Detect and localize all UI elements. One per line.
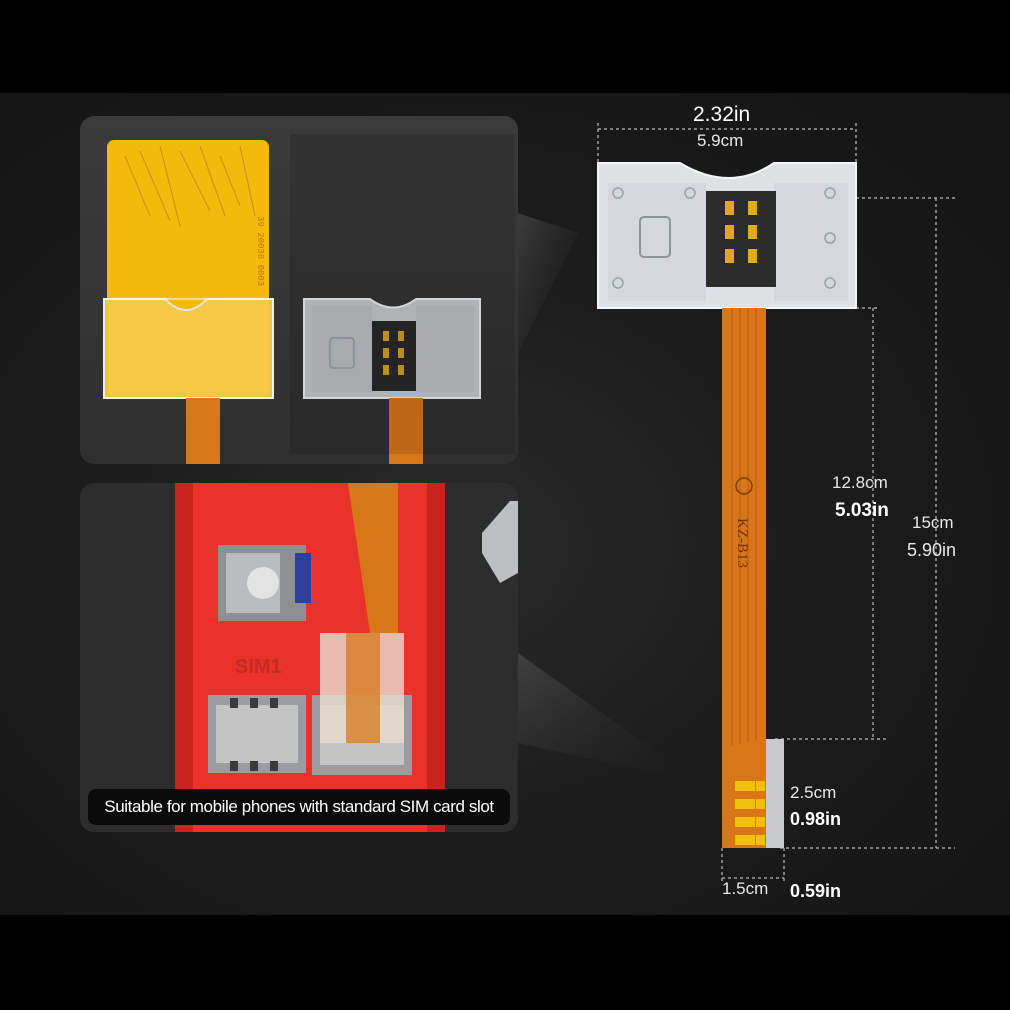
cable-cm-label: 12.8cm [832,473,888,492]
holder-right [303,298,481,399]
width-cm-label: 5.9cm [697,131,744,150]
phone-body [175,483,445,832]
sim1-label: SIM1 [235,656,282,678]
tip-width-in-label: 0.59in [790,881,842,901]
memory-card-slot [218,545,311,621]
panel-shade [290,134,515,454]
product-stage: 39 20038 0003 [0,93,1010,915]
phone-usage-panel: SIM1 Suitable for mobile phones with sta… [80,483,518,832]
flex-cable-left [186,398,220,464]
card-adapter-panel: 39 20038 0003 [80,116,518,464]
flex-cable-in-phone [348,483,398,633]
total-in-label: 5.90in [907,540,957,560]
flex-cable: KZ-B13 [722,308,766,848]
card-print: 39 20038 0003 [255,216,265,286]
dimension-lines [597,123,955,883]
sim-adapter-holder [597,162,857,309]
tip-length-in-label: 0.98in [790,809,842,829]
tip-width-cm-label: 1.5cm [722,879,769,898]
sim-slot-2 [312,633,412,775]
flex-cable-right [389,398,423,464]
total-cm-label: 15cm [912,513,954,532]
width-in-label: 2.32in [693,103,751,126]
light-beams [518,213,700,783]
usage-caption: Suitable for mobile phones with standard… [88,789,510,825]
adapter-corner [482,501,518,583]
cable-in-label: 5.03in [835,500,889,521]
holder-left [103,298,274,399]
contact-tip [735,739,784,848]
phone-illustration: SIM1 [175,483,518,832]
sim-slot-1 [208,695,306,773]
cable-model-label: KZ-B13 [734,518,750,568]
product-dimension-diagram: KZ-B13 [597,123,955,883]
tip-length-cm-label: 2.5cm [790,783,837,802]
adapter-comparison-illustration: 39 20038 0003 [103,140,481,464]
